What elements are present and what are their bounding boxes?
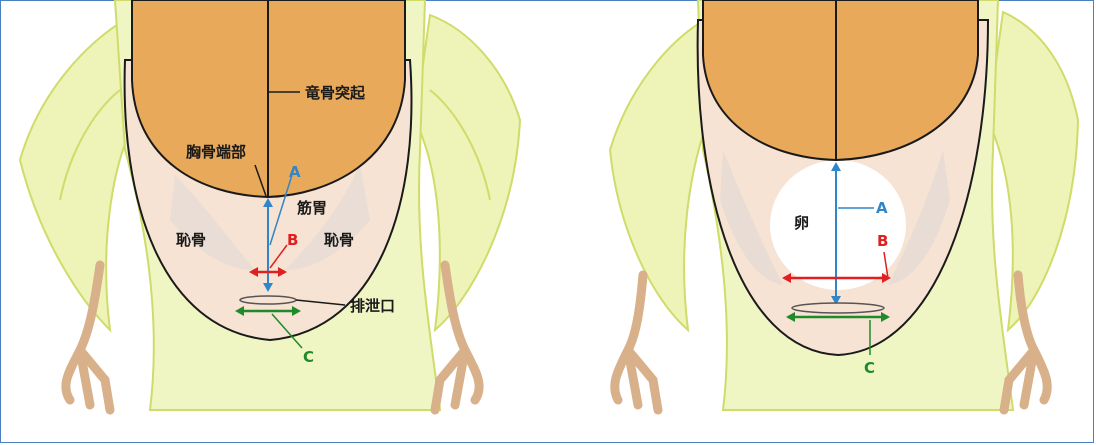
right-diagram: 卵 A B C xyxy=(548,0,1096,445)
label-a: A xyxy=(289,163,301,181)
vent-shape xyxy=(240,296,296,304)
label-gizzard: 筋胃 xyxy=(296,199,327,217)
right-panel-hen-laying: 卵 A B C xyxy=(548,0,1096,445)
leg-left xyxy=(615,275,658,410)
left-wing-feathers xyxy=(20,20,135,330)
label-egg: 卵 xyxy=(794,214,809,232)
label-c: C xyxy=(303,348,314,366)
left-diagram: 竜骨突起 胸骨端部 筋胃 恥骨 恥骨 排泄口 A B C xyxy=(0,0,548,445)
label-pubis-left: 恥骨 xyxy=(176,231,206,249)
label-b: B xyxy=(287,231,298,249)
label-a: A xyxy=(876,199,888,217)
right-wing-feathers xyxy=(415,15,520,330)
label-b: B xyxy=(877,232,888,250)
label-keel-process: 竜骨突起 xyxy=(305,84,366,102)
egg-shape xyxy=(770,160,906,290)
left-wing-feathers xyxy=(610,18,708,330)
left-panel-hen-not-laying: 竜骨突起 胸骨端部 筋胃 恥骨 恥骨 排泄口 A B C xyxy=(0,0,548,445)
right-wing-feathers xyxy=(988,12,1078,330)
label-vent: 排泄口 xyxy=(350,297,395,315)
label-sternum-end: 胸骨端部 xyxy=(186,143,246,161)
vent-shape xyxy=(792,303,884,313)
label-c: C xyxy=(864,359,875,377)
label-pubis-right: 恥骨 xyxy=(324,231,354,249)
